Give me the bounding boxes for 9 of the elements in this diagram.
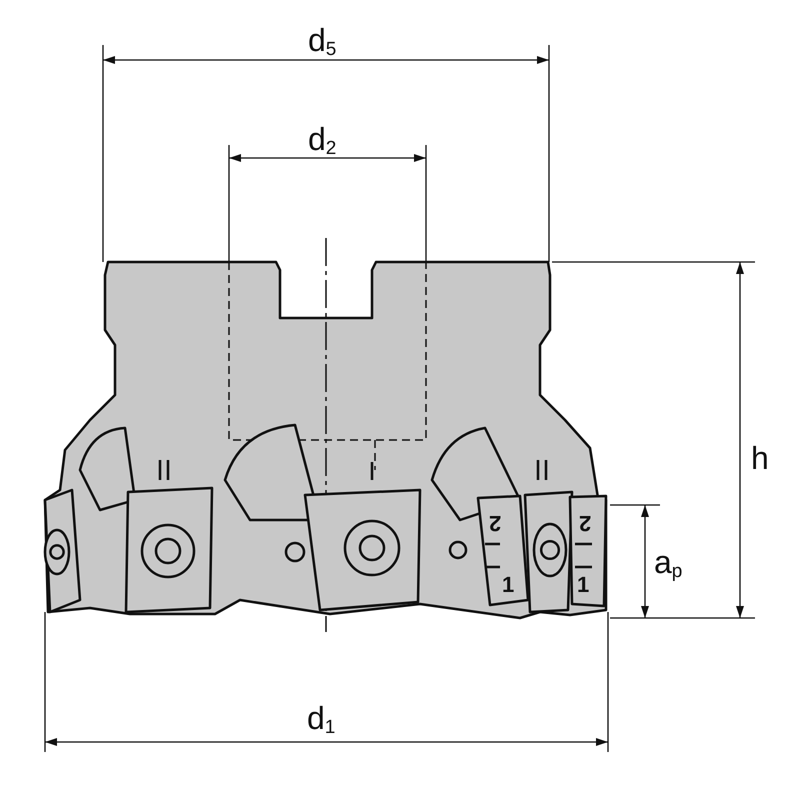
dimension-label: h bbox=[751, 442, 769, 474]
dimension-label: a$_{p}$ bbox=[654, 546, 682, 581]
dimension-label: d$_{1}$ bbox=[307, 702, 336, 737]
insert-number: 2 bbox=[489, 512, 502, 534]
dimension-label: d$_{2}$ bbox=[308, 123, 336, 158]
insert-number: 1 bbox=[502, 574, 514, 596]
dimension-label: d$_{5}$ bbox=[308, 24, 336, 59]
insert-number: 1 bbox=[577, 574, 590, 596]
insert-number: 2 bbox=[579, 512, 592, 534]
